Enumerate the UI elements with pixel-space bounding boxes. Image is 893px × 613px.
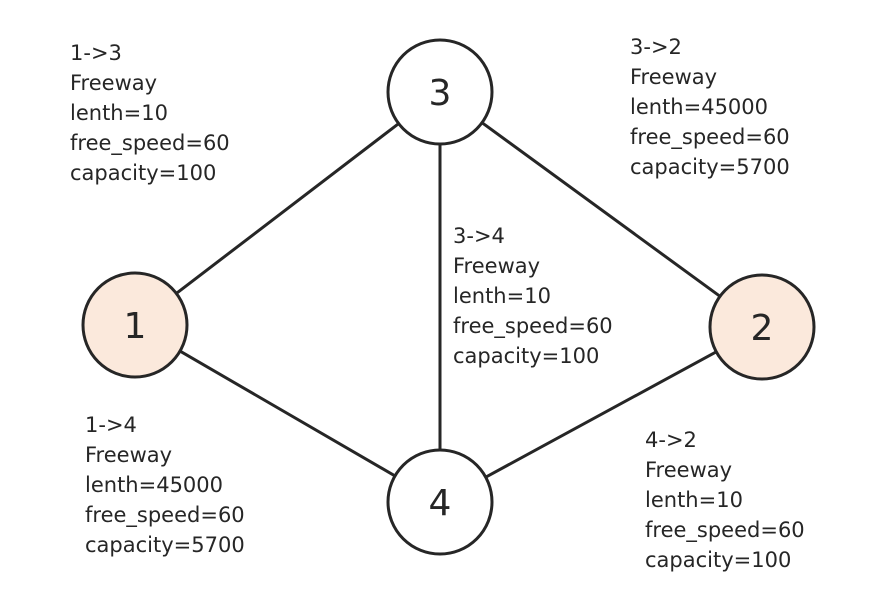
node-3: 3 xyxy=(386,38,494,146)
link-capacity: capacity=5700 xyxy=(85,533,245,557)
edge-1-4 xyxy=(178,349,397,478)
link-type: Freeway xyxy=(630,65,718,89)
link-direction: 4->2 xyxy=(645,428,697,452)
edge-1-3 xyxy=(174,122,401,295)
link-free-speed: free_speed=60 xyxy=(85,503,245,527)
edge-3-2 xyxy=(480,121,722,298)
link-length: lenth=45000 xyxy=(85,473,224,497)
node-label: 3 xyxy=(429,73,452,114)
link-label-3-2: 3->2 Freeway lenth=45000 free_speed=60 c… xyxy=(630,32,790,182)
link-direction: 1->3 xyxy=(70,41,122,65)
node-circle xyxy=(81,271,189,379)
link-direction: 3->2 xyxy=(630,35,682,59)
link-type: Freeway xyxy=(70,71,158,95)
node-label: 1 xyxy=(124,306,147,347)
link-capacity: capacity=100 xyxy=(70,161,217,185)
link-length: lenth=10 xyxy=(645,488,743,512)
link-label-1-3: 1->3 Freeway lenth=10 free_speed=60 capa… xyxy=(70,38,230,188)
node-1: 1 xyxy=(81,271,189,379)
link-direction: 1->4 xyxy=(85,413,137,437)
node-label: 2 xyxy=(751,308,774,349)
node-circle xyxy=(708,273,816,381)
node-label: 4 xyxy=(429,483,452,524)
link-length: lenth=45000 xyxy=(630,95,769,119)
link-free-speed: free_speed=60 xyxy=(630,125,790,149)
node-4: 4 xyxy=(386,448,494,556)
link-direction: 3->4 xyxy=(453,224,505,248)
node-circle xyxy=(386,448,494,556)
link-capacity: capacity=100 xyxy=(645,548,792,572)
edge-4-2 xyxy=(484,350,718,479)
link-type: Freeway xyxy=(453,254,541,278)
link-length: lenth=10 xyxy=(453,284,551,308)
link-free-speed: free_speed=60 xyxy=(70,131,230,155)
link-capacity: capacity=5700 xyxy=(630,155,790,179)
link-label-1-4: 1->4 Freeway lenth=45000 free_speed=60 c… xyxy=(85,410,245,560)
link-free-speed: free_speed=60 xyxy=(645,518,805,542)
link-label-4-2: 4->2 Freeway lenth=10 free_speed=60 capa… xyxy=(645,425,805,575)
link-type: Freeway xyxy=(85,443,173,467)
link-length: lenth=10 xyxy=(70,101,168,125)
node-2: 2 xyxy=(708,273,816,381)
link-free-speed: free_speed=60 xyxy=(453,314,613,338)
link-type: Freeway xyxy=(645,458,733,482)
link-label-3-4: 3->4 Freeway lenth=10 free_speed=60 capa… xyxy=(453,221,613,371)
node-circle xyxy=(386,38,494,146)
link-capacity: capacity=100 xyxy=(453,344,600,368)
